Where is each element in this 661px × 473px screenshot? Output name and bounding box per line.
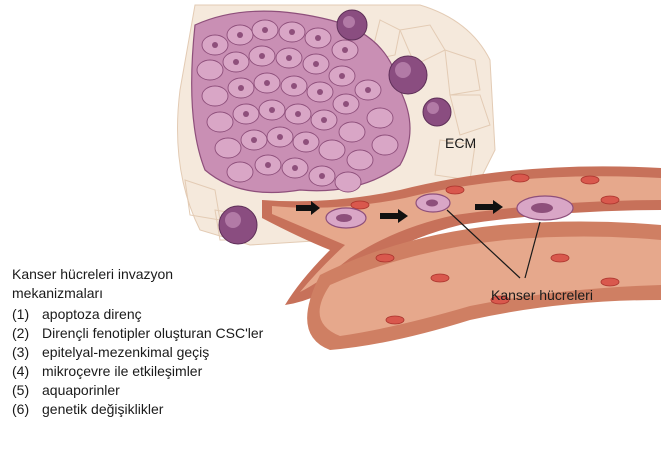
list-title-line: Kanser hücreleri invazyon	[12, 265, 272, 284]
item-text: Dirençli fenotipler oluşturan CSC'ler	[42, 324, 272, 343]
list-title-line: mekanizmaları	[12, 284, 272, 303]
item-number: (6)	[12, 400, 42, 419]
item-text: genetik değişiklikler	[42, 400, 272, 419]
item-number: (4)	[12, 362, 42, 381]
list-item: (3)epitelyal-mezenkimal geçiş	[12, 343, 272, 362]
item-number: (2)	[12, 324, 42, 343]
ecm-label: ECM	[445, 134, 476, 152]
item-text: apoptoza direnç	[42, 305, 272, 324]
list-title: Kanser hücreleri invazyon mekanizmaları	[12, 265, 272, 303]
item-number: (3)	[12, 343, 42, 362]
item-number: (5)	[12, 381, 42, 400]
list-item: (6)genetik değişiklikler	[12, 400, 272, 419]
item-number: (1)	[12, 305, 42, 324]
list-item: (2)Dirençli fenotipler oluşturan CSC'ler	[12, 324, 272, 343]
list-item: (1)apoptoza direnç	[12, 305, 272, 324]
item-text: aquaporinler	[42, 381, 272, 400]
item-text: epitelyal-mezenkimal geçiş	[42, 343, 272, 362]
list-item: (5)aquaporinler	[12, 381, 272, 400]
item-text: mikroçevre ile etkileşimler	[42, 362, 272, 381]
list-item: (4)mikroçevre ile etkileşimler	[12, 362, 272, 381]
cancer-cells-label: Kanser hücreleri	[491, 286, 593, 304]
invasion-mechanisms-list: Kanser hücreleri invazyon mekanizmaları …	[12, 265, 272, 419]
